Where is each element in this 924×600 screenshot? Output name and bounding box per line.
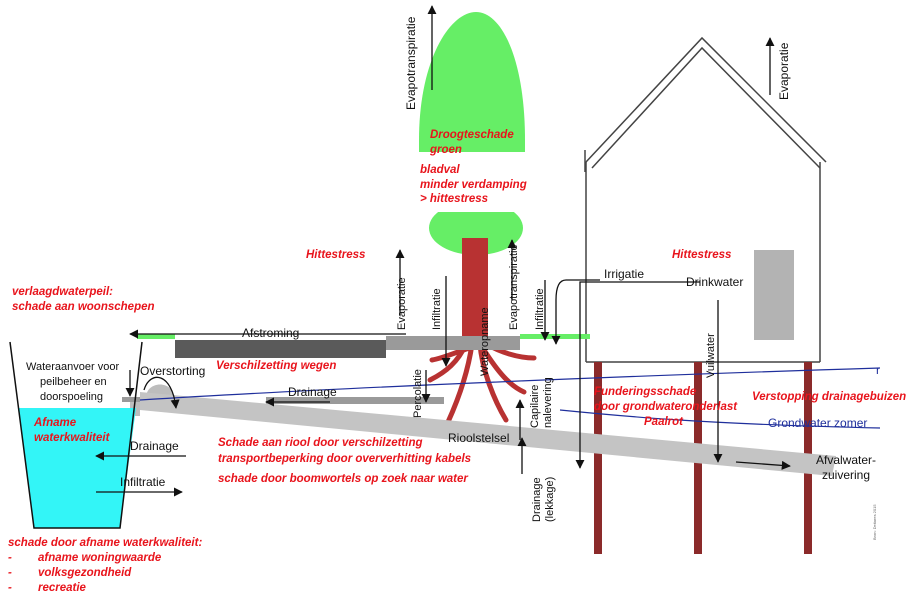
label-drainage-mid: Drainage [288,385,337,399]
label-droogteschade-2: groen [429,144,462,156]
label-afname-1: Afname [33,417,77,429]
house-roof [585,36,827,163]
label-wateropname: Wateropname [479,307,491,376]
label-credit: Bron: Deltares 2015 [872,504,877,540]
label-hittestress-right: Hittestress [672,249,731,261]
label-drainage-lekkage-1: Drainage [531,477,543,522]
label-drinkwater: Drinkwater [686,275,743,289]
label-verstopping: Verstopping drainagebuizen [752,391,906,403]
sewer-pipe [140,392,836,476]
house-door [754,250,794,340]
labels: Evapotranspiratie Evaporatie Droogtescha… [8,16,906,594]
tree-crown-lower [429,201,523,255]
groundwater-line-1 [139,367,881,401]
label-verlaagd-2: schade aan woonschepen [12,301,155,313]
label-bladval-3: > hittestress [420,193,488,205]
house-roof-inner [591,46,821,169]
house [584,36,827,554]
label-evaporatie-ground: Evaporatie [396,277,408,330]
label-verschilzetting-wegen: Verschilzetting wegen [216,360,336,372]
green-strip-left [137,334,175,339]
label-infiltratie-right: Infiltratie [534,288,546,330]
label-riool-2: transportbeperking door oververhitting k… [218,453,471,465]
label-infiltratie-ground: Infiltratie [431,288,443,330]
label-schade-afname-title: schade door afname waterkwaliteit: [8,537,202,549]
dash-2: - [8,567,12,579]
label-grondwater-zomer: Grondwater zomer [768,416,867,430]
label-rioolstelsel: Rioolstelsel [448,431,509,445]
arrow-afvalwater [735,460,791,470]
arrow-overstorting [143,376,180,409]
road-surface [175,340,386,358]
label-paalrot: Paalrot [644,416,684,428]
label-capillaire-2: nalevering [542,377,554,428]
label-schade-item-2: volksgezondheid [38,567,132,579]
label-afstroming: Afstroming [242,326,299,340]
label-capillaire-1: Capilaire [529,385,541,428]
label-r-mark: r [876,363,880,377]
label-wateraanvoer-1: Wateraanvoer voor [26,361,119,373]
label-vuilwater: Vuilwater [705,333,717,378]
label-evapotranspiratie-tree: Evapotranspiratie [404,16,418,110]
label-wateraanvoer-3: doorspoeling [40,391,103,403]
label-riool-3: schade door boomwortels op zoek naar wat… [218,473,468,485]
label-wateraanvoer-2: peilbeheer en [40,376,107,388]
label-bladval-2: minder verdamping [420,179,527,191]
label-drainage-lekkage-2: (lekkage) [544,477,556,522]
arrow-drinkwater [575,281,700,469]
label-hittestress-left: Hittestress [306,249,365,261]
label-bladval-1: bladval [420,164,460,176]
label-schade-item-1: afname woningwaarde [38,552,162,564]
label-funderingsschade-2: door grondwateronderlast [594,401,738,413]
canal [9,341,143,529]
label-evaporatie-roof: Evaporatie [777,42,791,100]
label-irrigatie: Irrigatie [604,267,644,281]
label-afname-2: waterkwaliteit [34,432,111,444]
label-afvalwater-1: Afvalwater- [816,453,876,467]
label-percolatie: Percolatie [412,369,424,418]
label-verlaagd-1: verlaagdwaterpeil: [12,286,113,298]
label-riool-1: Schade aan riool door verschilzetting [218,437,423,449]
arrow-irrigatie [551,279,600,345]
dash-3: - [8,582,12,594]
tree-roots [427,341,537,425]
tree-trunk [462,238,488,344]
tree-crown-lower-cut [420,200,532,212]
label-funderingsschade-1: Funderingsschade [594,386,697,398]
dash-1: - [8,552,12,564]
label-drainage-canal: Drainage [130,439,179,453]
label-droogteschade-1: Droogteschade [430,129,514,141]
label-infiltratie-canal: Infiltratie [120,475,166,489]
label-overstorting: Overstorting [140,364,205,378]
label-afvalwater-2: zuivering [822,468,870,482]
sidewalk [386,336,520,350]
drainage-pipe [266,397,444,404]
canal-water [18,408,136,528]
surfaces [122,329,590,416]
canal-wall [9,341,143,529]
label-schade-item-3: recreatie [38,582,87,594]
label-evapotranspiratie-ground: Evapotranspiratie [508,244,520,330]
tree [412,12,537,425]
groundwater-line-2 [559,409,881,429]
flow-arrows [95,5,791,497]
pile-1 [594,362,602,554]
tree-crown [419,12,525,152]
